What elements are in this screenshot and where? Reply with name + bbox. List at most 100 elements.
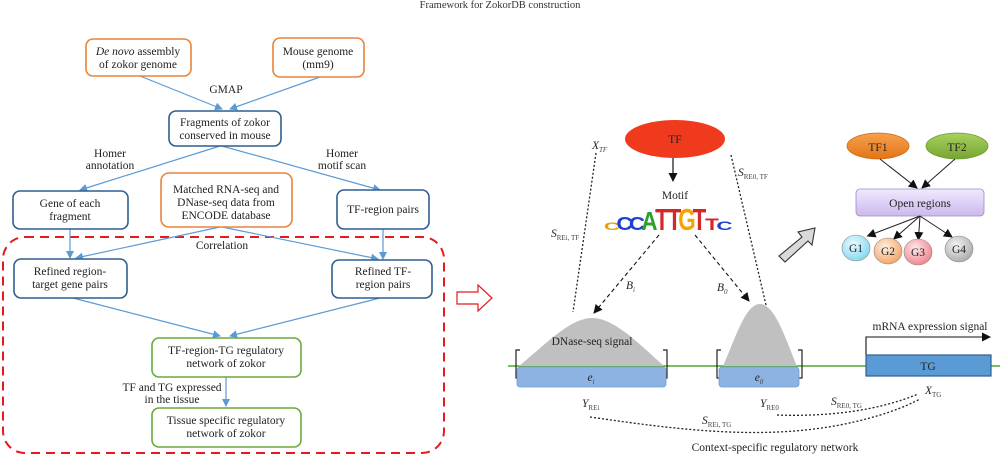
svg-text:TG: TG (920, 361, 935, 373)
svg-text:target gene pairs: target gene pairs (32, 279, 108, 291)
arrow-matched-to-refined-tf (221, 226, 379, 262)
svg-text:Mouse genome: Mouse genome (283, 46, 354, 58)
inset-arrow-tf2 (921, 158, 956, 189)
arrow-b-0 (694, 234, 750, 302)
flow-arrows (66, 75, 387, 407)
label-b-0: B0 (717, 282, 728, 296)
svg-text:TF2: TF2 (947, 142, 966, 154)
inset-gene-node (903, 238, 933, 266)
label-s-re0-tg: SRE0, TG (831, 396, 862, 410)
inset-tf1: TF1 (846, 132, 910, 160)
node-tissue-specific-network: Tissue specific regulatory network of zo… (151, 407, 302, 448)
svg-text:Fragments of zokor: Fragments of zokor (180, 117, 270, 129)
tg-box: TG (865, 354, 992, 377)
inset-gene-node (841, 234, 871, 262)
dashed-region-outline (2, 236, 445, 454)
label-y-rei: YREi (582, 398, 599, 412)
svg-text:of zokor genome: of zokor genome (99, 59, 177, 71)
inset-gene-node (873, 237, 903, 265)
motif-letter: G (678, 203, 695, 237)
arrow-denovo-to-fragments (139, 75, 223, 111)
svg-text:region pairs: region pairs (356, 279, 411, 291)
inset-arrow-to-gene (866, 215, 921, 238)
inset-arrow-to-gene (919, 215, 953, 238)
edge-label-homer-annotation-1: Homer (94, 148, 126, 160)
label-s-re0-tf: SRE0, TF (738, 167, 768, 181)
svg-text:Open regions: Open regions (889, 198, 951, 210)
denovo-italic-text: De novo (95, 46, 135, 58)
left-flowchart: De novo assembly of zokor genome Mouse g… (2, 37, 445, 454)
node-regulatory-network: TF-region-TG regulatory network of zokor (151, 337, 302, 378)
svg-text:Gene of each: Gene of each (40, 198, 101, 210)
svg-text:TF-region pairs: TF-region pairs (347, 204, 419, 216)
svg-text:TF: TF (668, 134, 681, 146)
node-refined-region-target: Refined region- target gene pairs (13, 258, 128, 299)
svg-text:De novo assembly: De novo assembly (95, 46, 181, 58)
dotted-curve-rei-tg (589, 398, 921, 434)
inset-gene-label: G1 (849, 243, 863, 255)
label-x-tg: XTG (924, 385, 941, 399)
inset-open-regions: Open regions (855, 188, 985, 217)
gray-block-arrow-icon (778, 227, 816, 263)
motif-letter: C (604, 220, 621, 232)
inset-gene-label: G4 (952, 244, 966, 256)
svg-text:Refined region-: Refined region- (34, 266, 107, 278)
node-fragments: Fragments of zokor conserved in mouse (168, 110, 282, 147)
dnase-signal-label: DNase-seq signal (552, 336, 633, 348)
inset-gene-label: G2 (881, 246, 895, 258)
label-s-rei-tf: SREi, TF (551, 228, 579, 242)
svg-text:TF-region-TG regulatory: TF-region-TG regulatory (168, 345, 284, 357)
svg-text:ei: ei (587, 372, 594, 386)
motif-letter: C (616, 214, 632, 235)
element-e-i: ei (516, 366, 667, 388)
motif-letter: T (705, 215, 719, 234)
svg-text:Matched RNA-seq and: Matched RNA-seq and (173, 184, 279, 196)
svg-text:(mm9): (mm9) (302, 59, 333, 71)
node-gene-of-fragment: Gene of each fragment (12, 190, 129, 230)
node-refined-tf-region: Refined TF- region pairs (331, 259, 433, 299)
svg-text:TF1: TF1 (868, 142, 887, 154)
edge-label-gmap: GMAP (209, 84, 242, 96)
arrow-fragments-to-gene (79, 145, 221, 192)
dotted-line-x-tf (572, 152, 597, 313)
node-mouse-genome: Mouse genome (mm9) (272, 37, 365, 78)
motif-letter: T (693, 203, 707, 237)
label-y-re0: YRE0 (760, 398, 779, 412)
tf-ellipse: TF (625, 120, 725, 158)
mrna-signal-arrow (865, 332, 991, 355)
label-s-rei-tg: SREi, TG (702, 415, 731, 429)
motif-letter: C (716, 219, 732, 233)
arrow-matched-to-refined-region (75, 226, 221, 261)
motif-letter: T (655, 203, 669, 237)
svg-text:network of zokor: network of zokor (186, 358, 265, 370)
dotted-curve-re0-tg (776, 393, 919, 416)
edge-label-expressed-1: TF and TG expressed (122, 382, 221, 394)
transition-arrow-icon (456, 283, 493, 313)
motif-letter: T (668, 203, 682, 237)
inset-arrow-tf1 (879, 158, 918, 189)
svg-text:Refined TF-: Refined TF- (355, 266, 411, 278)
motif-letter: A (641, 207, 657, 236)
svg-text:conserved in mouse: conserved in mouse (179, 130, 270, 142)
edge-label-homer-annotation-2: annotation (86, 160, 135, 172)
arrow-refined-region-to-network (72, 297, 221, 339)
figure-title: Framework for ZokorDB construction (420, 0, 581, 11)
edge-label-homer-motif-2: motif scan (318, 160, 366, 172)
label-b-i: Bi (626, 280, 635, 294)
edge-label-correlation: Correlation (196, 240, 249, 252)
motif-letter: C (629, 214, 645, 235)
svg-text:Tissue specific regulatory: Tissue specific regulatory (167, 415, 286, 427)
caption-context-specific: Context-specific regulatory network (692, 442, 859, 454)
dotted-line-s-re0-tf (730, 154, 767, 306)
arrow-mouse-to-fragments (229, 76, 321, 111)
edge-label-expressed-2: in the tissue (145, 394, 200, 406)
svg-text:e0: e0 (755, 372, 764, 386)
inset-tf2: TF2 (925, 132, 989, 160)
dnase-peak-0 (723, 304, 797, 366)
bracket-right-0 (798, 349, 803, 379)
label-x-tf: XTF (591, 140, 608, 154)
